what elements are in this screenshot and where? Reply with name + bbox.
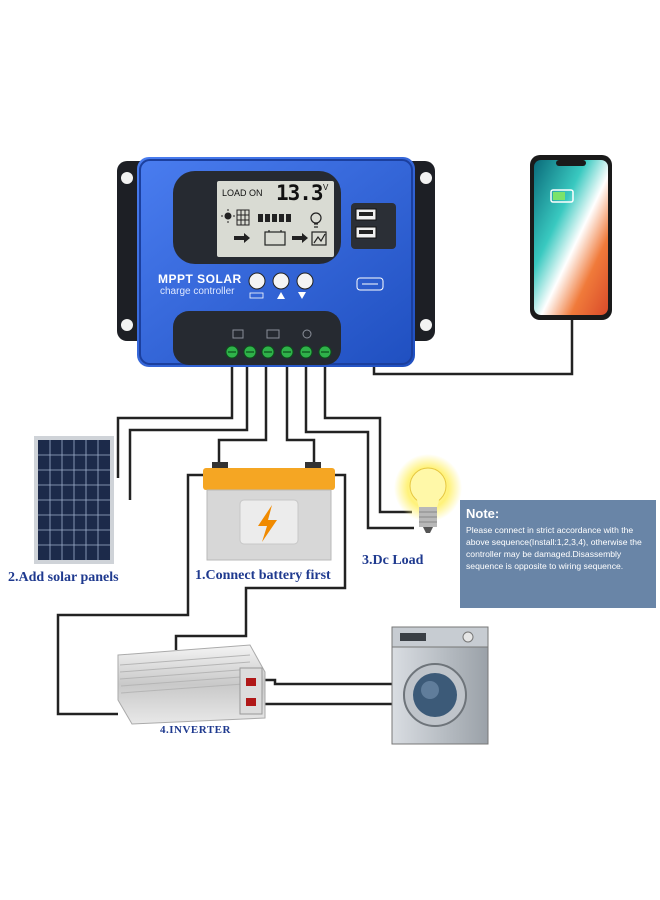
lcd-flow-arrows [234, 233, 308, 243]
menu-button[interactable] [248, 272, 266, 290]
battery-icon [264, 230, 286, 246]
wire-solar-negative [128, 352, 249, 500]
mount-hole [121, 172, 133, 184]
solar-panel-icon [236, 209, 250, 226]
wire-load-positive [304, 352, 414, 530]
battery-label: 1.Connect battery first [195, 568, 331, 583]
mount-hole [420, 319, 432, 331]
washing-machine-icon [391, 626, 489, 745]
lcd-unit: V [323, 183, 329, 192]
battery [203, 462, 335, 561]
solar-panel [34, 436, 114, 564]
bulb-load [394, 454, 462, 533]
solar-panel-label: 2.Add solar panels [8, 570, 119, 585]
wire-battery-inverter-1 [56, 473, 203, 716]
bulb-icon [310, 212, 322, 228]
lightning-icon [258, 505, 277, 542]
lcd-voltage: 13.3 [276, 181, 324, 205]
lcd-status: LOAD ON [222, 188, 263, 198]
wire-solar-positive [116, 352, 234, 478]
wire-inverter-washer-1 [262, 678, 392, 686]
wire-battery-inverter-2 [174, 473, 347, 650]
mount-hole [121, 319, 133, 331]
lcd-load-icon [311, 231, 327, 246]
smartphone-icon [530, 155, 612, 320]
note-body: Please connect in strict accordance with… [466, 525, 642, 571]
lcd-bar-graph [258, 214, 291, 222]
up-button[interactable] [272, 272, 290, 290]
dc-load-label: 3.Dc Load [362, 553, 424, 568]
controller-brand: MPPT SOLAR [158, 272, 242, 286]
controller-subtitle: charge controller [160, 286, 235, 297]
wire-load-negative [323, 352, 412, 514]
wire-battery-positive [217, 352, 268, 465]
terminal-block [173, 311, 341, 365]
inverter-label: 4.INVERTER [160, 724, 231, 736]
wire-battery-negative [285, 352, 316, 465]
mount-hole [420, 172, 432, 184]
terminal-symbols [232, 329, 312, 339]
usb-output-icon [356, 277, 384, 291]
note-title: Note: [466, 506, 500, 521]
button-caption-icons [249, 292, 306, 299]
note-box: Note: Please connect in strict accordanc… [460, 500, 656, 608]
charge-controller [117, 157, 435, 367]
inverter-icon [117, 644, 266, 725]
down-button[interactable] [296, 272, 314, 290]
sun-icon [221, 209, 235, 223]
